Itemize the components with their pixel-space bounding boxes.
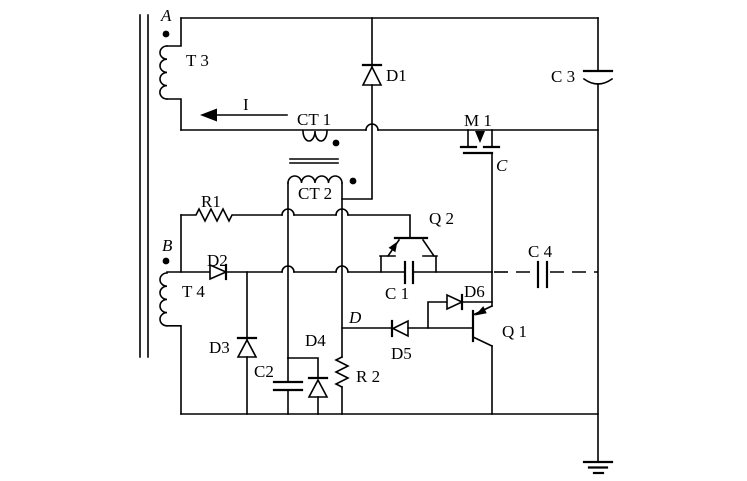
c3-plate-bottom [582, 77, 614, 85]
q2-emitter-arrow [388, 241, 398, 253]
t4-coil [159, 272, 168, 327]
label-d6: D6 [464, 282, 485, 301]
ct-core [289, 158, 339, 164]
ct1-winding [302, 130, 340, 147]
wire-mid-rail [166, 263, 493, 281]
label-d5: D5 [391, 344, 412, 363]
m1-arrow [475, 131, 485, 143]
r2-resistor [334, 355, 350, 415]
label-node-d: D [348, 308, 362, 327]
d6-diode [427, 293, 493, 329]
d5-triangle [391, 319, 409, 338]
q2-right-foot [422, 255, 438, 273]
t4-bottom-lead [166, 325, 182, 415]
c3-capacitor [582, 69, 614, 85]
d4-diode [287, 357, 329, 415]
label-d2: D2 [207, 251, 228, 270]
label-q2: Q 2 [429, 209, 454, 228]
ct2-phase-dot [349, 177, 357, 185]
d2-triangle [209, 263, 228, 281]
r2-zigzag [334, 355, 350, 389]
d6-lead-left [427, 301, 448, 329]
label-r1: R1 [201, 192, 221, 211]
current-arrow [200, 108, 288, 122]
t3-winding [159, 17, 182, 131]
q1-collector-leg [471, 335, 494, 348]
ground-symbol [582, 460, 614, 475]
wire-mid-top [180, 123, 599, 131]
wire-hop [335, 208, 349, 216]
label-c1: C 1 [385, 284, 409, 303]
label-r2: R 2 [356, 367, 380, 386]
wire-to-q2-base [347, 214, 411, 238]
label-ct2: CT 2 [298, 184, 332, 203]
d3-diode [236, 271, 258, 415]
q1-emitter-arrow [475, 306, 487, 316]
d1-lead-bottom [341, 84, 373, 200]
c2-capacitor [272, 357, 304, 415]
d6-triangle [446, 293, 464, 311]
label-t4: T 4 [182, 282, 205, 301]
wire-hop [335, 265, 349, 273]
transformer-core [139, 14, 149, 358]
label-c3: C 3 [551, 67, 575, 86]
c1-capacitor [403, 260, 415, 285]
label-q1: Q 1 [502, 322, 527, 341]
t3-bottom-lead [166, 98, 182, 131]
label-c2: C2 [254, 362, 274, 381]
label-ct1: CT 1 [297, 110, 331, 129]
r1-resistor [180, 207, 411, 273]
wire-hop [281, 265, 295, 273]
label-node-b: B [162, 236, 173, 255]
q2-collector-leg [421, 238, 436, 258]
t4-winding [159, 257, 182, 415]
q2-transistor [379, 236, 438, 273]
d4-triangle [307, 378, 329, 398]
d5-diode [341, 319, 474, 338]
label-c4: C 4 [528, 242, 553, 261]
ct1-coil [302, 130, 328, 142]
wire-hop [281, 208, 295, 216]
label-node-a: A [160, 6, 172, 25]
t4-phase-dot [162, 257, 170, 265]
label-node-c: C [496, 156, 508, 175]
d1-diode [341, 17, 383, 200]
t3-top-lead [166, 17, 182, 47]
ct1-phase-dot [332, 139, 340, 147]
q2-left-foot [379, 255, 396, 273]
label-t3: T 3 [186, 51, 209, 70]
label-d1: D1 [386, 66, 407, 85]
m1-mosfet [459, 129, 501, 273]
label-d4: D4 [305, 331, 326, 350]
arrow-head [200, 108, 217, 122]
t3-phase-dot [162, 30, 170, 38]
label-m1: M 1 [464, 111, 492, 130]
labels: A T 3 I CT 1 D1 C 3 M 1 C CT 2 R1 Q 2 B … [160, 6, 575, 386]
q1-transistor [471, 271, 494, 415]
r1-zigzag [180, 207, 283, 223]
label-d3: D3 [209, 338, 230, 357]
label-current: I [243, 95, 249, 114]
d4-branch-wire [287, 357, 319, 379]
d1-triangle [361, 65, 383, 86]
c4-capacitor [494, 260, 598, 289]
ct2-coil [287, 175, 343, 184]
t3-coil [159, 45, 168, 100]
d3-triangle [236, 338, 258, 358]
